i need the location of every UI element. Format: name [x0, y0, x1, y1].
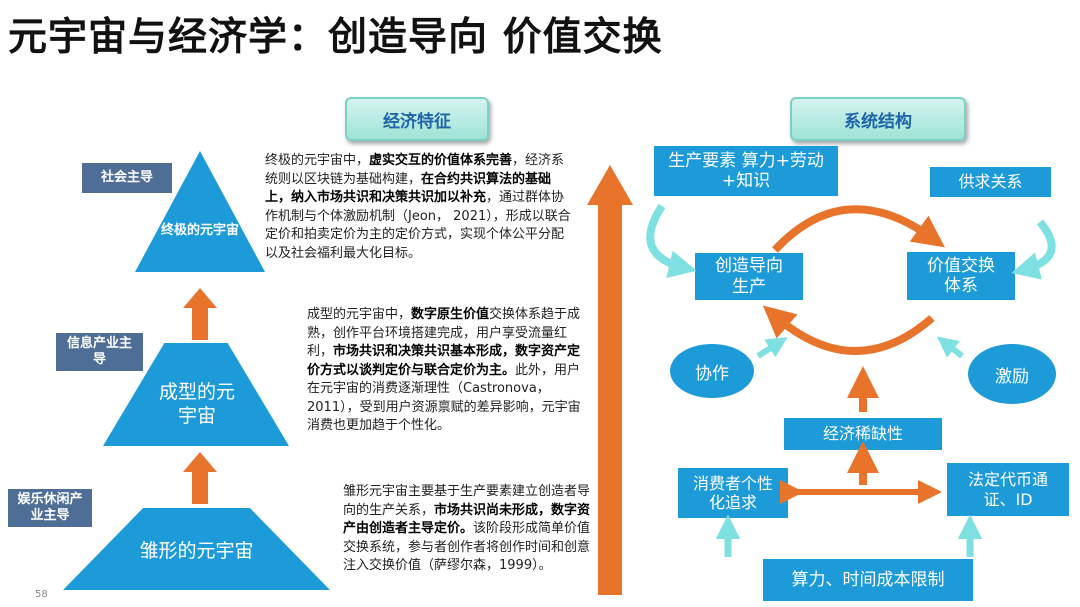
ultimate-description: 终极的元宇宙中，虚实交互的价值体系完善，经济系统则以区块链为基础构建，在合约共识…	[265, 152, 573, 263]
emphasis-text: 在合约共识算法的基础上，纳入市场共识和决策共识加以补充	[265, 171, 552, 206]
level-formed-label: 成型的元宇宙	[158, 381, 235, 427]
economic-features-header: 经济特征	[345, 97, 489, 141]
up-arrow-icon	[183, 288, 217, 340]
incentive-ellipse: 激励	[968, 344, 1056, 404]
body-text: 该阶段形成简单价值交换系统，参与者创作者将创作时间和创意注入交换价值（萨缪尔森，…	[343, 521, 591, 573]
emphasis-text: 数字原生价值	[411, 307, 490, 322]
page-title: 元宇宙与经济学：创造导向 价值交换	[8, 15, 663, 60]
consumer-personalization-box: 消费者个性化追求	[678, 468, 788, 518]
value-exchange-box: 价值交换体系	[907, 252, 1015, 300]
supply-demand-box: 供求关系	[930, 167, 1051, 197]
cooperation-ellipse: 协作	[670, 344, 754, 398]
production-factors-box: 生产要素 算力+劳动+知识	[654, 146, 838, 196]
emphasis-text: 市场共识尚未形成，数字资产由创造者主导定价。	[343, 502, 591, 537]
body-text: 交换体系趋于成熟，创作平台环境搭建完成，用户享受流量红利，	[307, 307, 581, 359]
cycle-arrows	[646, 203, 1056, 557]
body-text: ，通过群体协作机制与个体激励机制（Jeon， 2021），形成以联合定价和拍卖定…	[265, 190, 571, 261]
embryonic-description: 雏形元宇宙主要基于生产要素建立创造者导向的生产关系，市场共识尚未形成，数字资产由…	[343, 483, 599, 576]
level-ultimate-label: 终极的元宇宙	[160, 223, 239, 238]
tag-society-led: 社会主导	[82, 163, 172, 193]
body-text: 成型的元宇宙中，	[307, 307, 412, 322]
system-structure-header: 系统结构	[790, 97, 966, 141]
body-text: 此外，用户在元宇宙的消费逐渐理性（Castronova，2011），受到用户资源…	[307, 362, 581, 434]
big-up-arrow-icon	[587, 165, 633, 595]
tag-entertainment-industry-led: 娱乐休闲产业主导	[8, 489, 92, 527]
up-arrow-icon	[183, 452, 217, 504]
body-text: 终极的元宇宙中，	[265, 153, 370, 168]
formed-description: 成型的元宇宙中，数字原生价值交换体系趋于成熟，创作平台环境搭建完成，用户享受流量…	[307, 306, 583, 436]
page-number: 58	[35, 589, 48, 600]
fiat-token-box: 法定代币通证、ID	[947, 463, 1069, 516]
level-embryonic-label: 雏形的元宇宙	[139, 540, 254, 562]
body-text: 雏形元宇宙主要基于生产要素建立创造者导向的生产关系，	[343, 484, 591, 518]
tag-info-industry-led: 信息产业主导	[56, 333, 143, 371]
emphasis-text: 市场共识和决策共识基本形成，数字资产定价方式以谈判定价与联合定价为主。	[307, 344, 581, 378]
emphasis-text: 虚实交互的价值体系完善	[369, 153, 513, 168]
creation-oriented-box: 创造导向生产	[695, 253, 803, 300]
body-text: ，经济系统则以区块链为基础构建，	[265, 153, 565, 187]
constraint-box: 算力、时间成本限制	[763, 559, 973, 601]
